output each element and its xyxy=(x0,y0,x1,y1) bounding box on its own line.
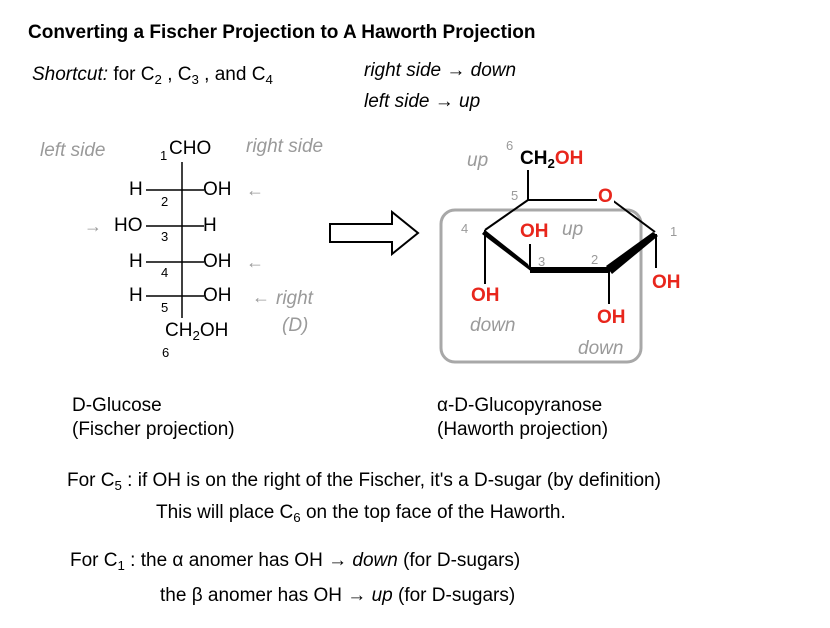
note-text: : if OH is on the right of the Fischer, … xyxy=(121,470,661,491)
haworth-name: α-D-Glucopyranose xyxy=(437,395,603,416)
ch2-subscript: 2 xyxy=(547,156,555,171)
c6-number-haworth: 6 xyxy=(506,138,514,153)
note-text: For C xyxy=(70,550,118,571)
note-italic: up xyxy=(371,585,393,606)
c6-up-label: up xyxy=(467,150,489,171)
fischer-name: D-Glucose xyxy=(72,395,162,416)
rule-left-up: left side → up xyxy=(364,91,481,112)
ring-num-4: 4 xyxy=(461,221,469,236)
shortcut-sep: , C xyxy=(161,64,192,85)
note-text: the β anomer has OH → xyxy=(160,585,372,606)
cho-group: CHO xyxy=(169,138,212,159)
c6-number: 6 xyxy=(162,345,170,360)
c3-arrow-icon: → xyxy=(84,216,102,236)
c3-left: HO xyxy=(114,215,143,236)
c3-up-label: up xyxy=(562,219,584,241)
c3-number: 3 xyxy=(161,229,169,244)
ring-oxygen: O xyxy=(597,186,614,208)
note-text: (for D-sugars) xyxy=(392,585,516,606)
shortcut-line: Shortcut: for C2 , C3 , and C4 xyxy=(32,64,273,86)
c2-arrow-icon: ← xyxy=(246,180,264,200)
fischer-subtitle: (Fischer projection) xyxy=(72,419,235,440)
note-subscript: 1 xyxy=(117,558,125,573)
ring-highlight-box xyxy=(439,208,643,364)
page-title: Converting a Fischer Projection to A Haw… xyxy=(28,22,536,43)
c2-right: OH xyxy=(203,179,232,200)
rule-right-down: right side → down xyxy=(364,60,517,81)
note-text: This will place C xyxy=(156,502,294,523)
shortcut-sep: , and C xyxy=(198,64,266,85)
c2-oh: OH xyxy=(597,307,626,328)
c4-number: 4 xyxy=(161,265,169,280)
c4-arrow-icon: ← xyxy=(246,252,264,272)
c5-arrow-icon: ← xyxy=(252,287,270,307)
note-beta: the β anomer has OH → up (for D-sugars) xyxy=(160,585,515,607)
ring-num-1: 1 xyxy=(670,224,678,239)
c2-subscript: 2 xyxy=(154,72,162,87)
c5-right: OH xyxy=(203,285,232,306)
c2-left: H xyxy=(129,179,143,200)
c4-subscript: 4 xyxy=(265,72,273,87)
ring-bond-o-c1 xyxy=(611,199,656,233)
ring-wedge-c4-c3 xyxy=(482,230,532,272)
right-side-label: right side xyxy=(246,136,324,157)
ch2-subscript: 2 xyxy=(192,328,200,343)
right-note: right xyxy=(276,288,313,309)
shortcut-for: for C xyxy=(113,64,155,85)
ch-text: CH xyxy=(520,148,548,169)
c4-down-label: down xyxy=(470,315,516,336)
note-text: (for D-sugars) xyxy=(397,550,521,571)
ch-text: CH xyxy=(165,320,193,341)
c4-right: OH xyxy=(203,251,232,272)
c1-oh: OH xyxy=(652,272,681,293)
ring-num-2: 2 xyxy=(591,252,599,267)
c3-right: H xyxy=(203,215,217,236)
c4-oh: OH xyxy=(471,285,500,306)
d-note: (D) xyxy=(282,315,309,336)
note-italic: down xyxy=(352,550,398,571)
c2-number: 2 xyxy=(161,194,169,209)
ring-num-5: 5 xyxy=(511,188,519,203)
note-alpha: For C1 : the α anomer has OH → down (for… xyxy=(70,550,520,572)
ch2oh-group: CH2OH xyxy=(165,320,228,342)
note-subscript: 6 xyxy=(293,510,301,525)
note-subscript: 5 xyxy=(114,478,122,493)
c6-oh: OH xyxy=(554,148,584,169)
left-side-label: left side xyxy=(40,140,106,161)
note-c6: This will place C6 on the top face of th… xyxy=(156,502,566,524)
ring-wedge-c2-c1 xyxy=(606,232,658,274)
c5-number: 5 xyxy=(161,300,169,315)
note-text: : the α anomer has OH → xyxy=(124,550,353,571)
haworth-subtitle: (Haworth projection) xyxy=(437,419,609,440)
note-text: on the top face of the Haworth. xyxy=(300,502,566,523)
ring-num-3: 3 xyxy=(538,254,546,269)
c3-subscript: 3 xyxy=(191,72,199,87)
ring-bond-c4-c5 xyxy=(484,199,529,231)
c5-left: H xyxy=(129,285,143,306)
shortcut-label: Shortcut: xyxy=(32,64,109,85)
note-c5: For C5 : if OH is on the right of the Fi… xyxy=(67,470,661,492)
c3-oh: OH xyxy=(520,221,549,243)
c4-left: H xyxy=(129,251,143,272)
c2-down-label: down xyxy=(578,338,624,360)
conversion-arrow-icon xyxy=(329,209,420,257)
ch2oh-haworth: CH2OH xyxy=(520,148,583,170)
note-text: For C xyxy=(67,470,115,491)
c1-number: 1 xyxy=(160,148,168,163)
oh-text: OH xyxy=(199,320,229,341)
